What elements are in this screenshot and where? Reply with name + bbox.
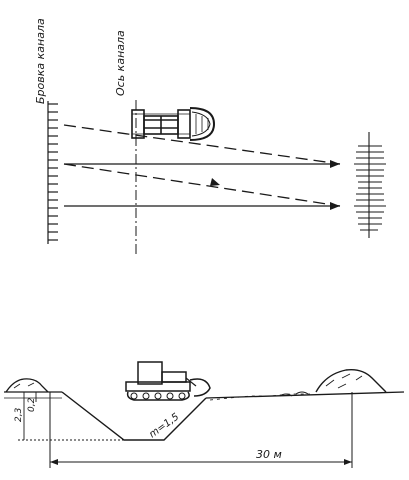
slope-label: m=1,5 [147, 412, 181, 441]
cross-section-view: m=1,5 2,3 0,2 30 м [4, 361, 405, 468]
right-spoil-heap [315, 368, 387, 393]
depth-dimensions [18, 391, 124, 441]
label-canal-edge: Бровка канала [34, 18, 47, 104]
depth-total-label: 2,3 [14, 407, 24, 422]
depth-small-label: 0,2 [27, 397, 37, 412]
path-return-1 [63, 124, 341, 165]
left-spoil-heap [5, 378, 49, 393]
canal-profile [61, 391, 207, 441]
label-canal-axis: Ось канала [114, 30, 127, 96]
spoil-dump-marks [354, 132, 386, 238]
width-dimension [49, 392, 353, 468]
canal-edge-line [47, 101, 58, 244]
plan-view: Бровка канала Ось канала [34, 18, 386, 255]
travel-paths [63, 124, 341, 210]
arrow-head-3 [210, 178, 220, 186]
width-label: 30 м [256, 448, 282, 461]
path-return-2 [63, 163, 341, 207]
tractor-plan-icon [131, 107, 216, 141]
arrow-head-1 [330, 160, 340, 168]
arrow-head-2 [330, 202, 340, 210]
bulldozer-section-icon [125, 361, 211, 401]
